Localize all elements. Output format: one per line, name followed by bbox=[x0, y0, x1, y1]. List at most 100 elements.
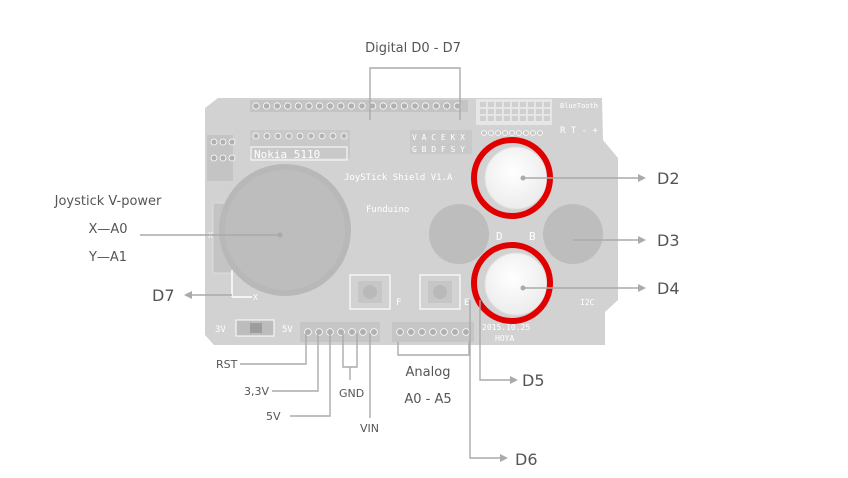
voltage-switch: 3V 5V bbox=[215, 319, 293, 337]
header-pin bbox=[421, 102, 430, 110]
button-d: D bbox=[429, 204, 503, 264]
header-pin bbox=[379, 102, 387, 110]
header-pin bbox=[219, 138, 227, 146]
button-b: B bbox=[529, 204, 603, 264]
bluetooth-pad bbox=[536, 116, 542, 121]
bluetooth-pad bbox=[504, 116, 510, 121]
header-pin bbox=[210, 138, 218, 146]
bluetooth-pad bbox=[496, 102, 502, 107]
pad-dot bbox=[537, 130, 543, 136]
gnd-label: GND bbox=[339, 387, 364, 400]
header-pin bbox=[273, 102, 281, 110]
board-maker: HOYA bbox=[495, 334, 514, 343]
bluetooth-pad bbox=[520, 116, 526, 121]
bluetooth-pad bbox=[528, 102, 534, 107]
header-pin bbox=[348, 328, 356, 336]
analog-label: Analog bbox=[406, 365, 451, 380]
header-pin bbox=[429, 328, 437, 336]
header-pin bbox=[284, 102, 292, 110]
v5-label: 5V bbox=[266, 410, 281, 423]
bluetooth-pad bbox=[512, 116, 518, 121]
axis-markers: X bbox=[231, 270, 258, 302]
digital-label: Digital D0 - D7 bbox=[365, 41, 461, 56]
d6-label: D6 bbox=[515, 450, 538, 469]
board-date: 2015.10.25 bbox=[482, 323, 530, 332]
svg-text:V A C E K X: V A C E K X bbox=[412, 133, 465, 142]
power-header bbox=[300, 322, 380, 342]
pad-dot bbox=[495, 130, 501, 136]
jumper-pads: V A C E K X G B D F S Y bbox=[410, 130, 472, 154]
pad-dot bbox=[488, 130, 494, 136]
pad-dot bbox=[509, 130, 515, 136]
header-pin bbox=[252, 132, 260, 140]
header-pin bbox=[252, 102, 260, 110]
highlight-ring-d4 bbox=[471, 242, 553, 324]
bluetooth-pad bbox=[512, 102, 518, 107]
d7-label: D7 bbox=[152, 286, 175, 305]
button-c bbox=[484, 252, 548, 316]
x-axis-label: X—A0 bbox=[88, 222, 127, 237]
bluetooth-pad bbox=[528, 109, 534, 114]
pad-dot bbox=[516, 130, 522, 136]
bluetooth-pad bbox=[496, 109, 502, 114]
bluetooth-pins-label: R T - + bbox=[560, 126, 599, 136]
svg-text:B: B bbox=[529, 230, 536, 243]
header-pin bbox=[315, 328, 323, 336]
pad-dot bbox=[523, 130, 529, 136]
header-pin bbox=[443, 102, 451, 110]
button-e: E bbox=[419, 274, 469, 310]
header-pin bbox=[390, 102, 398, 110]
header-pin bbox=[340, 132, 348, 140]
header-pin bbox=[432, 102, 440, 110]
vin-label: VIN bbox=[360, 422, 379, 435]
header-pin bbox=[329, 132, 337, 140]
header-pin bbox=[307, 132, 315, 140]
nokia-label: Nokia 5110 bbox=[254, 148, 320, 161]
bluetooth-pad bbox=[488, 109, 494, 114]
header-pin bbox=[411, 102, 419, 110]
header-pin bbox=[219, 154, 227, 162]
digital-header bbox=[250, 100, 468, 112]
header-pin bbox=[358, 102, 366, 110]
bluetooth-pad bbox=[536, 109, 542, 114]
header-pin bbox=[305, 102, 313, 110]
bluetooth-pad bbox=[536, 102, 542, 107]
svg-text:D: D bbox=[496, 230, 503, 243]
bluetooth-label: BlueTooth bbox=[560, 102, 598, 110]
header-pin bbox=[462, 328, 470, 336]
brand-label: Funduino bbox=[366, 205, 409, 215]
d5-label: D5 bbox=[522, 371, 545, 390]
header-pin bbox=[228, 154, 236, 162]
bluetooth-header: BlueTooth R T - + bbox=[476, 99, 599, 136]
svg-text:X: X bbox=[253, 293, 258, 302]
header-pin bbox=[396, 328, 404, 336]
header-pin bbox=[315, 102, 324, 110]
header-pin bbox=[296, 132, 304, 140]
header-pin bbox=[347, 102, 355, 110]
header-pin bbox=[407, 328, 415, 336]
bluetooth-pad bbox=[504, 109, 510, 114]
bluetooth-pad bbox=[504, 102, 510, 107]
header-pin bbox=[285, 132, 293, 140]
header-pin bbox=[318, 132, 326, 140]
header-pin bbox=[326, 102, 334, 110]
header-pin bbox=[370, 328, 378, 336]
bluetooth-pad bbox=[488, 102, 494, 107]
shield-board: BlueTooth R T - + Nokia 5110 V A C E K X… bbox=[205, 98, 618, 345]
nokia-connector: Nokia 5110 bbox=[250, 130, 350, 161]
bluetooth-pad bbox=[480, 116, 486, 121]
joystick-power-label: Joystick V-power bbox=[54, 194, 162, 209]
bluetooth-pad bbox=[544, 116, 550, 121]
v33-label: 3,3V bbox=[244, 385, 269, 398]
d3-label: D3 bbox=[657, 231, 680, 250]
svg-text:G B D F S Y: G B D F S Y bbox=[412, 145, 465, 154]
pad-dot bbox=[502, 130, 508, 136]
leader-lines bbox=[140, 67, 646, 462]
header-pin bbox=[418, 328, 426, 336]
bluetooth-pad bbox=[528, 116, 534, 121]
joystick: X bbox=[208, 164, 351, 296]
bluetooth-pad bbox=[544, 102, 550, 107]
analog-range-label: A0 - A5 bbox=[404, 392, 451, 407]
bluetooth-pad bbox=[520, 102, 526, 107]
shield-title: JoySTick Shield V1.A bbox=[344, 173, 453, 183]
